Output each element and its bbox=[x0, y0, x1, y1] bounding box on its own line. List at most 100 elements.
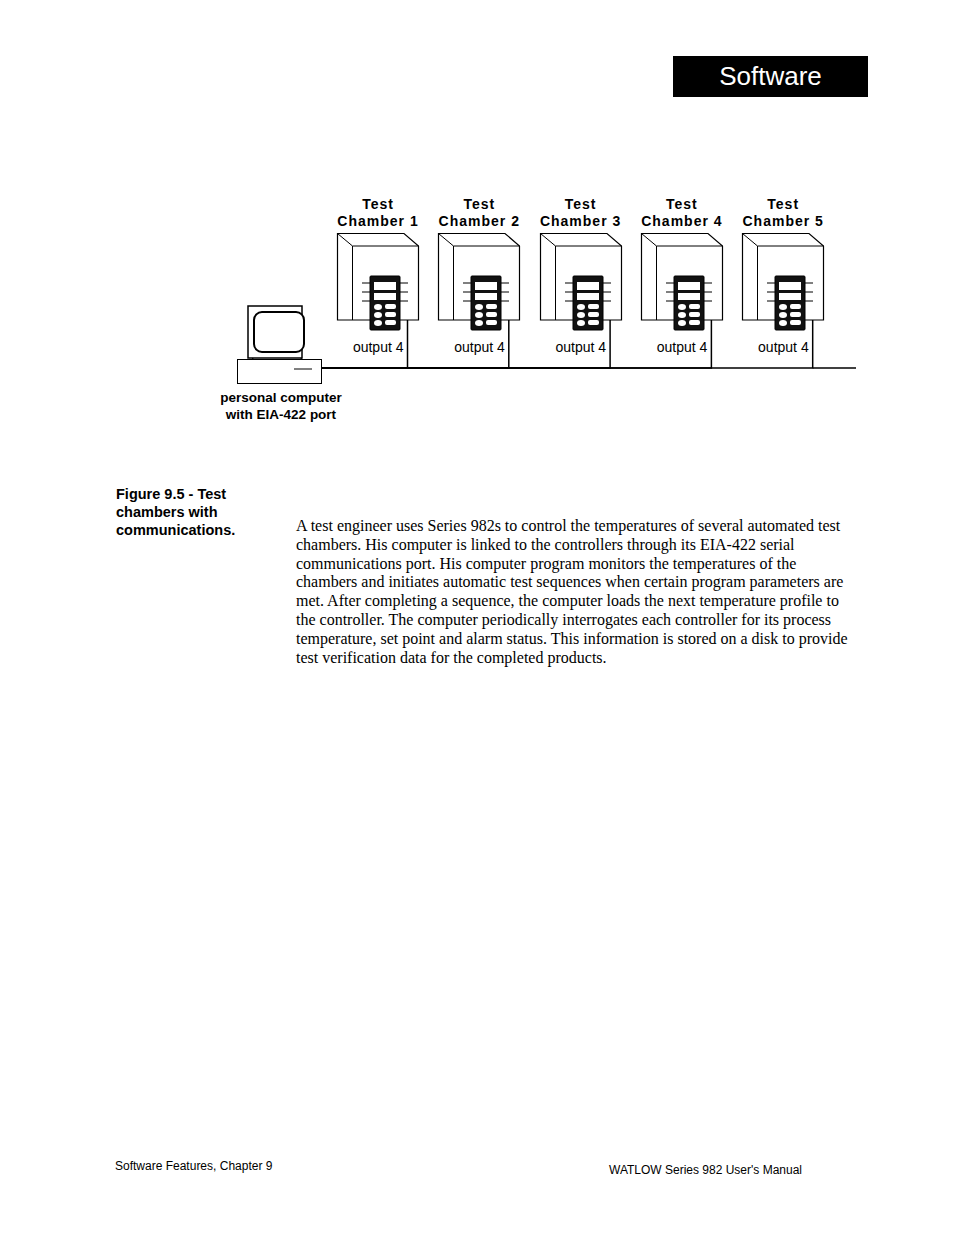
drawing-part bbox=[678, 293, 700, 300]
drawing-part bbox=[400, 292, 408, 293]
drawing-part bbox=[666, 301, 674, 302]
controller bbox=[471, 276, 501, 330]
drawing-part bbox=[565, 301, 573, 302]
test-chamber: Test Chamber 3 bbox=[535, 196, 627, 320]
drawing-part bbox=[475, 293, 497, 300]
drawing-part bbox=[588, 312, 599, 317]
body-paragraph: A test engineer uses Series 982s to cont… bbox=[296, 517, 858, 667]
drawing-part bbox=[678, 320, 686, 326]
chamber-heading: Test Chamber 3 bbox=[535, 196, 627, 230]
drawing-part bbox=[475, 320, 483, 326]
drawing-part bbox=[577, 312, 585, 318]
drawing-part bbox=[767, 292, 775, 293]
drawing-part bbox=[689, 312, 700, 317]
drawing-part bbox=[374, 293, 396, 300]
drawing-part bbox=[486, 312, 497, 317]
drawing-part bbox=[790, 304, 801, 309]
drawing-part bbox=[588, 304, 599, 309]
drawing-part bbox=[385, 304, 396, 309]
drawing-part bbox=[501, 301, 509, 302]
controller bbox=[370, 276, 400, 330]
header-title: Software bbox=[673, 56, 868, 97]
drawing-part bbox=[362, 301, 370, 302]
drawing-part bbox=[689, 304, 700, 309]
figure-caption: Figure 9.5 - Test chambers with communic… bbox=[116, 485, 246, 539]
output-label: output 4 bbox=[758, 339, 809, 355]
drawing-part bbox=[374, 304, 382, 310]
drawing-part bbox=[805, 283, 813, 284]
drawing-part bbox=[577, 304, 585, 310]
bus-line bbox=[813, 367, 856, 369]
computer-node: personal computer with EIA-422 port bbox=[216, 305, 346, 440]
drawing-part bbox=[400, 301, 408, 302]
chamber-drawing bbox=[737, 196, 829, 331]
drawing-part bbox=[501, 292, 509, 293]
output-label: output 4 bbox=[657, 339, 708, 355]
drawing-part bbox=[678, 312, 686, 318]
drawing-part bbox=[767, 301, 775, 302]
drawing-part bbox=[254, 312, 304, 352]
drawing-part bbox=[501, 283, 509, 284]
chamber-drawing bbox=[636, 196, 728, 331]
drawing-part bbox=[779, 282, 801, 290]
drawing-part bbox=[486, 320, 497, 325]
computer-base bbox=[238, 360, 322, 384]
drawing-part bbox=[689, 320, 700, 325]
drawing-part bbox=[463, 283, 471, 284]
drawing-part bbox=[779, 304, 787, 310]
drawing-part bbox=[400, 283, 408, 284]
output-label: output 4 bbox=[353, 339, 404, 355]
drawing-part bbox=[779, 312, 787, 318]
drawing-part bbox=[374, 312, 382, 318]
computer-drawing bbox=[216, 305, 346, 385]
drawing-part bbox=[385, 312, 396, 317]
drawing-part bbox=[565, 292, 573, 293]
output-label: output 4 bbox=[454, 339, 505, 355]
drawing-part bbox=[603, 283, 611, 284]
drawing-part bbox=[362, 292, 370, 293]
drawing-part bbox=[704, 301, 712, 302]
chamber-heading: Test Chamber 5 bbox=[737, 196, 829, 230]
drawing-part bbox=[790, 320, 801, 325]
drawing-part bbox=[666, 292, 674, 293]
controller bbox=[775, 276, 805, 330]
test-chamber: Test Chamber 1 bbox=[332, 196, 424, 320]
bus-connector bbox=[322, 320, 611, 368]
drawing-part bbox=[475, 282, 497, 290]
header-tab: Software bbox=[673, 56, 868, 97]
drawing-part bbox=[805, 301, 813, 302]
chamber-heading: Test Chamber 2 bbox=[433, 196, 525, 230]
drawing-part bbox=[374, 282, 396, 290]
drawing-part bbox=[374, 320, 382, 326]
output-label: output 4 bbox=[555, 339, 606, 355]
chamber-heading: Test Chamber 4 bbox=[636, 196, 728, 230]
drawing-part bbox=[463, 292, 471, 293]
drawing-part bbox=[294, 369, 312, 370]
drawing-part bbox=[475, 312, 483, 318]
drawing-part bbox=[666, 283, 674, 284]
drawing-part bbox=[805, 292, 813, 293]
drawing-part bbox=[704, 283, 712, 284]
drawing-part bbox=[678, 282, 700, 290]
drawing-part bbox=[779, 320, 787, 326]
drawing-part bbox=[565, 283, 573, 284]
computer-label: personal computer with EIA-422 port bbox=[216, 389, 346, 423]
drawing-part bbox=[385, 320, 396, 325]
drawing-part bbox=[779, 293, 801, 300]
drawing-part bbox=[588, 320, 599, 325]
footer-text: Software Features, Chapter 9 bbox=[115, 1159, 272, 1173]
drawing-part bbox=[577, 293, 599, 300]
footer-text: WATLOW Series 982 User's Manual bbox=[609, 1163, 802, 1177]
drawing-part bbox=[577, 282, 599, 290]
drawing-part bbox=[577, 320, 585, 326]
drawing-part bbox=[603, 301, 611, 302]
controller bbox=[573, 276, 603, 330]
drawing-part bbox=[767, 283, 775, 284]
test-chamber: Test Chamber 5 bbox=[737, 196, 829, 320]
test-chamber: Test Chamber 4 bbox=[636, 196, 728, 320]
drawing-part bbox=[678, 304, 686, 310]
controller bbox=[674, 276, 704, 330]
test-chamber: Test Chamber 2 bbox=[433, 196, 525, 320]
chamber-drawing bbox=[433, 196, 525, 331]
drawing-part bbox=[704, 292, 712, 293]
